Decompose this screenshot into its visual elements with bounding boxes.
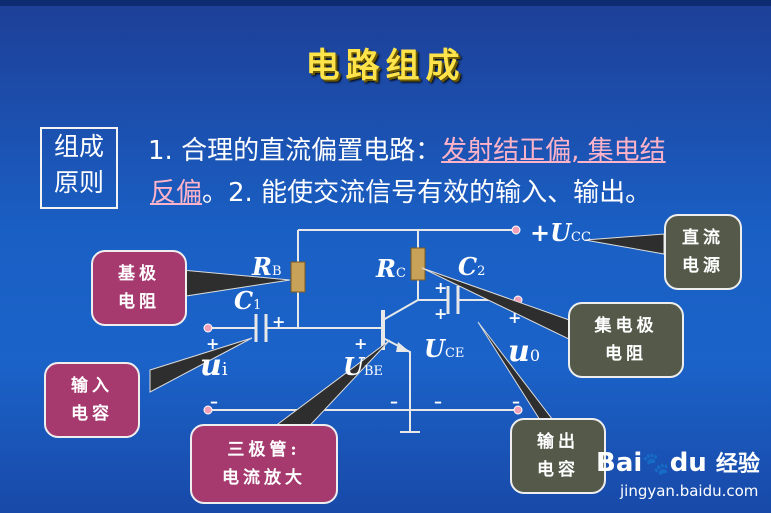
sign-ube-plus: + [354,334,368,353]
callout-collector-resistor: 集电极 电阻 [568,302,684,378]
callout-input-capacitor-line1: 输入 [71,376,113,396]
label-ube: UBE [343,352,383,381]
label-c1: C1 [234,286,262,315]
ground-stub [400,408,420,433]
callout-input-capacitor: 输入 电容 [44,362,140,438]
paw-icon: 🐾 [642,452,670,477]
top-bar [0,0,771,6]
callout-base-resistor-line2: 电阻 [118,292,160,312]
sign-c2-plus: + [434,278,448,297]
sign-uce-minus: – [434,392,442,411]
callout-output-capacitor-line1: 输出 [537,432,579,452]
callout-dc-source: 直流 电源 [664,214,742,290]
callout-transistor-line2: 电流放大 [222,468,306,488]
sign-input-plus: + [206,334,220,353]
principle-line-2: 反偏。2. 能使交流信号有效的输入、输出。 [150,172,651,209]
label-c2: C2 [458,252,486,281]
terminal-output-ground [513,405,523,415]
emitter-arrow [396,342,410,352]
terminal-input [203,323,213,333]
principle-box-line2: 原则 [53,168,104,197]
watermark-url: jingyan.baidu.com [620,482,759,500]
principle-part1: 1. 合理的直流偏置电路： [148,136,442,166]
callout-collector-resistor-line1: 集电极 [594,316,658,336]
callout-dc-source-line1: 直流 [682,228,724,248]
label-uce: UCE [424,334,465,363]
principle-highlight-1: 发射结正偏, 集电结 [441,136,666,166]
label-rb: RB [252,252,282,281]
resistor-rb [290,261,306,293]
principle-box-line1: 组成 [53,132,104,161]
callout-collector-resistor-line2: 电阻 [605,344,647,364]
callout-input-capacitor-line2: 电容 [71,404,113,424]
callout-base-resistor: 基极 电阻 [91,250,187,326]
sign-c1-plus: + [272,312,286,331]
sign-uce-plus: + [434,304,448,323]
callout-transistor: 三极管: 电流放大 [190,424,338,504]
capacitor-c2 [446,286,460,314]
pointer-input-capacitor [149,337,253,393]
sign-ube-minus: – [390,392,398,411]
capacitor-c1 [254,314,268,342]
label-rc: RC [376,254,406,283]
principle-line-1: 1. 合理的直流偏置电路：发射结正偏, 集电结 [148,130,666,167]
label-ucc: +UCC [530,218,591,247]
sign-uo-minus: – [512,392,520,411]
resistor-rc [410,247,426,281]
watermark-brand-b: du [669,448,707,478]
callout-output-capacitor-line2: 电容 [537,460,579,480]
sign-input-minus: – [210,392,218,411]
page-title: 电路组成 [305,46,466,86]
pointer-dc-source [584,233,665,255]
callout-dc-source-line2: 电源 [682,256,724,276]
callout-transistor-line1: 三极管: [227,440,301,460]
terminal-vcc [511,225,521,235]
callout-base-resistor-line1: 基极 [118,264,160,284]
principle-part2: 。2. 能使交流信号有效的输入、输出。 [202,178,652,208]
principle-highlight-2: 反偏 [150,178,203,208]
principle-box: 组成 原则 [40,127,118,209]
sign-uo-plus: + [508,308,522,327]
watermark-brand-a: Bai [596,448,643,478]
callout-output-capacitor: 输出 电容 [510,418,606,494]
watermark-product: 经验 [715,452,760,477]
watermark-brand: Bai🐾du 经验 [596,446,760,478]
terminal-input-ground [203,405,213,415]
label-ui: ui [200,348,228,383]
label-uo: u0 [508,334,540,369]
